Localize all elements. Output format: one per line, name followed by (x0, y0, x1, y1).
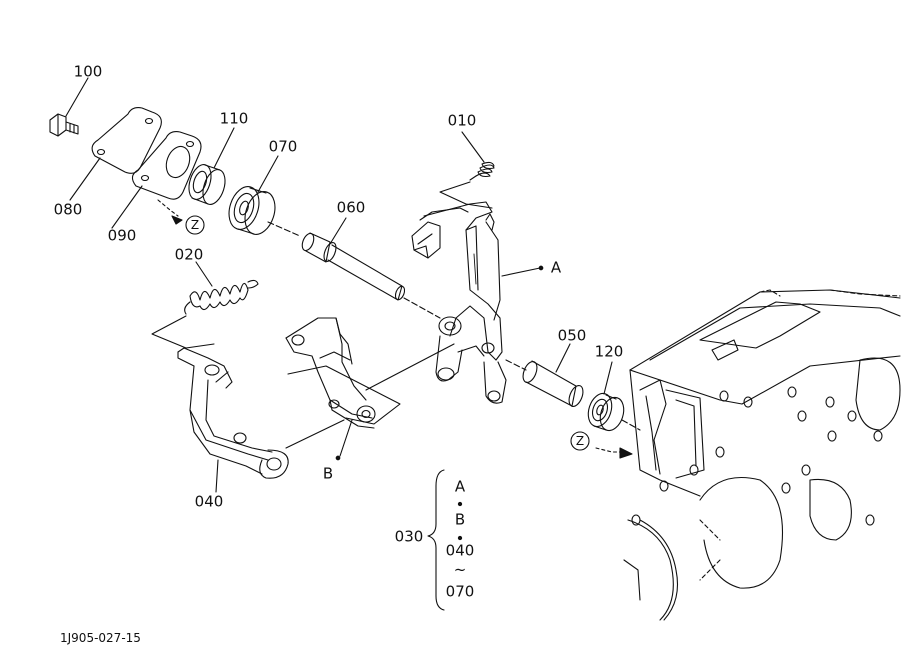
leader-060 (329, 217, 347, 245)
bracket-dot-1 (457, 501, 463, 507)
centerline-120 (621, 419, 641, 431)
label-030: 030 (394, 527, 424, 546)
part-050-bushing (522, 360, 584, 407)
label-010: 010 (447, 111, 477, 130)
label-b: B (322, 464, 334, 483)
centerline-050 (505, 359, 527, 371)
link-line-tab (215, 371, 229, 383)
z-marker-2 (570, 431, 590, 451)
leader-100 (65, 77, 89, 117)
leader-a (501, 267, 541, 277)
part-110-collar (188, 164, 226, 205)
spring-hook-line (439, 181, 493, 209)
link-plane-b (287, 365, 401, 425)
leader-020 (195, 261, 213, 287)
bracket-line-070: 070 (445, 582, 475, 601)
leader-a-dot (538, 265, 544, 271)
label-050: 050 (557, 326, 587, 345)
part-010-spring (469, 161, 495, 181)
arrow-z2 (619, 447, 633, 459)
label-z-2: Z (575, 434, 585, 448)
part-040-lever (177, 347, 289, 479)
part-060-shaft (301, 232, 406, 301)
leader-010 (461, 131, 485, 163)
arrow-z1 (171, 215, 183, 225)
drawing-code: 1J905-027-15 (60, 631, 141, 645)
link-line-040 (285, 419, 345, 449)
label-080: 080 (53, 200, 83, 219)
part-020-spring (184, 279, 259, 315)
part-100-bolt (49, 113, 79, 137)
leader-110 (213, 127, 235, 169)
assembly-line-z1 (157, 199, 179, 217)
part-070-bearing (228, 186, 276, 235)
leader-040 (215, 459, 219, 493)
leader-b-dot (335, 455, 341, 461)
link-rod (365, 343, 455, 391)
bracket-030 (427, 469, 445, 611)
link-line-020 (151, 315, 215, 349)
label-a: A (550, 258, 562, 277)
leader-120 (603, 361, 613, 395)
leader-090 (111, 185, 143, 229)
bracket-line-b: B (454, 510, 466, 529)
engine-housing (623, 289, 901, 621)
label-020: 020 (174, 245, 204, 264)
label-100: 100 (73, 62, 103, 81)
bracket-dot-2 (457, 535, 463, 541)
bracket-line-040: 040 (445, 541, 475, 560)
leader-b (339, 419, 353, 457)
label-060: 060 (336, 198, 366, 217)
label-090: 090 (107, 226, 137, 245)
part-b-arm (285, 317, 376, 429)
leader-070 (257, 155, 279, 193)
z-marker-1 (185, 215, 205, 235)
centerline-060-a (403, 297, 441, 319)
leader-050 (555, 343, 571, 373)
bracket-line-tilde: ~ (453, 560, 467, 579)
label-120: 120 (594, 342, 624, 361)
part-080-cover-plate (91, 107, 162, 174)
part-a-lever (411, 201, 507, 404)
leader-080 (69, 157, 101, 201)
bracket-line-a: A (454, 477, 466, 496)
label-070: 070 (268, 137, 298, 156)
label-110: 110 (219, 109, 249, 128)
part-090-gasket (131, 131, 202, 200)
part-120-bearing (587, 392, 625, 432)
label-z-1: Z (190, 218, 200, 232)
label-040: 040 (194, 492, 224, 511)
centerline-shaft (267, 221, 301, 237)
